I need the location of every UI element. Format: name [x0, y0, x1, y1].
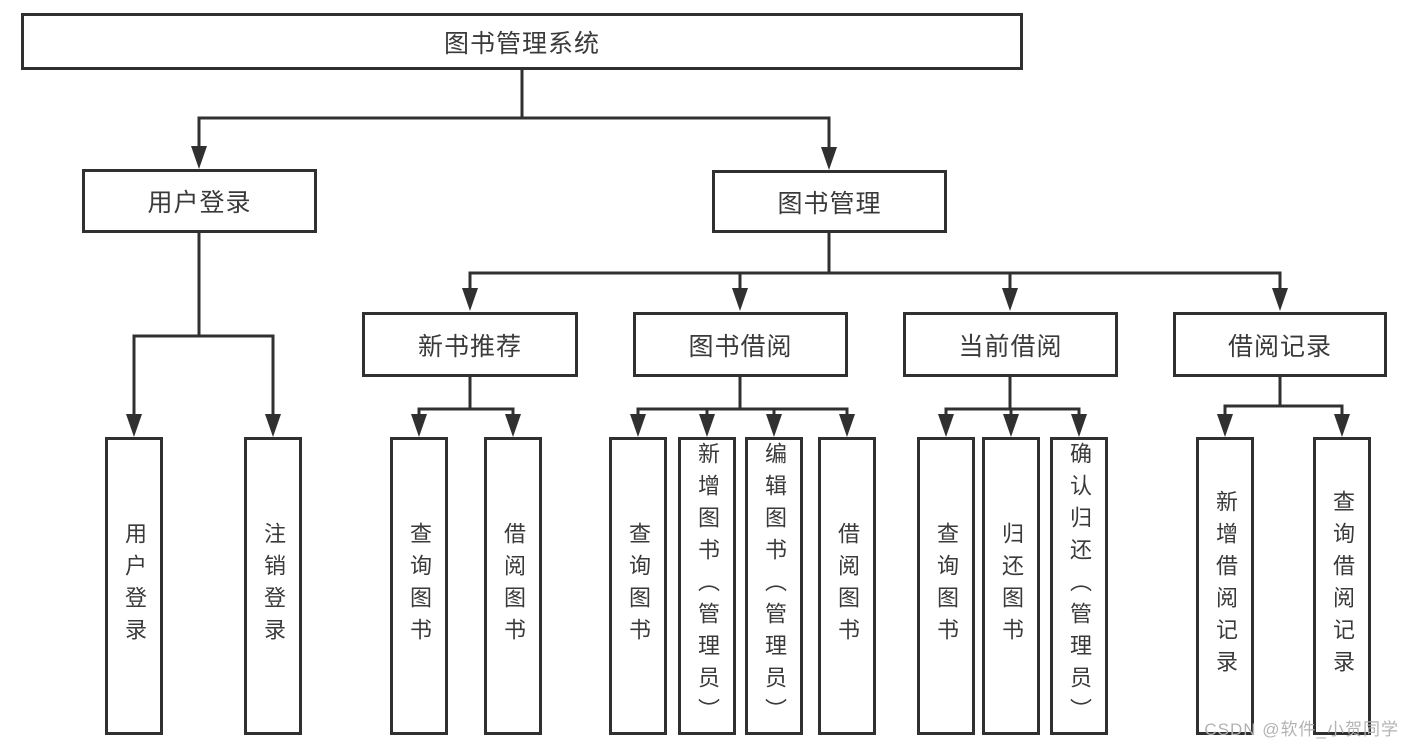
- leaf-label: 借阅图书: [501, 522, 526, 650]
- arrow-down-icon: [1003, 414, 1019, 437]
- arrow-down-icon: [462, 288, 478, 311]
- arrow-down-icon: [938, 414, 954, 437]
- leaf-confirm-return-admin: 确认归还（管理员）: [1050, 437, 1108, 735]
- leaf-label: 确认归还（管理员）: [1067, 442, 1092, 730]
- leaf-label: 查询图书: [407, 522, 432, 650]
- leaf-logout: 注销登录: [244, 437, 302, 735]
- leaf-query-books-current: 查询图书: [917, 437, 975, 735]
- leaf-label: 借阅图书: [835, 522, 860, 650]
- connector-borrow-to-leaves: [636, 375, 849, 430]
- leaf-label: 查询借阅记录: [1330, 490, 1355, 682]
- arrow-down-icon: [411, 414, 427, 437]
- leaf-label: 查询图书: [626, 522, 651, 650]
- leaf-borrow-books-recommend: 借阅图书: [484, 437, 542, 735]
- arrow-down-icon: [821, 147, 837, 170]
- connector-root-to-level2: [197, 68, 831, 161]
- leaf-label: 编辑图书（管理员）: [762, 442, 787, 730]
- leaf-add-borrow-record: 新增借阅记录: [1196, 437, 1254, 735]
- leaf-label: 查询图书: [934, 522, 959, 650]
- connector-userlogin-to-leaves: [132, 231, 275, 430]
- leaf-query-borrow-record: 查询借阅记录: [1313, 437, 1371, 735]
- connector-bookmgmt-to-level3: [468, 231, 1282, 304]
- arrow-down-icon: [839, 414, 855, 437]
- arrow-down-icon: [732, 288, 748, 311]
- arrow-down-icon: [766, 414, 782, 437]
- arrow-down-icon: [505, 414, 521, 437]
- node-book-borrowing: 图书借阅: [633, 312, 848, 377]
- arrow-down-icon: [630, 414, 646, 437]
- node-new-book-recommend: 新书推荐: [362, 312, 578, 377]
- arrow-down-icon: [1071, 414, 1087, 437]
- leaf-return-books: 归还图书: [982, 437, 1040, 735]
- arrow-down-icon: [1334, 414, 1350, 437]
- leaf-label: 新增图书（管理员）: [695, 442, 720, 730]
- arrow-down-icon: [191, 146, 207, 169]
- arrow-down-icon: [265, 414, 281, 437]
- arrowhead-icons: [126, 146, 1350, 437]
- leaf-label: 新增借阅记录: [1213, 490, 1238, 682]
- leaf-add-books-admin: 新增图书（管理员）: [678, 437, 736, 735]
- leaf-label: 注销登录: [261, 522, 286, 650]
- node-borrowing-records: 借阅记录: [1173, 312, 1387, 377]
- leaf-label: 用户登录: [122, 522, 147, 650]
- leaf-label: 归还图书: [999, 522, 1024, 650]
- connector-newbooks-to-leaves: [417, 375, 515, 430]
- node-root-library-system: 图书管理系统: [21, 13, 1023, 70]
- leaf-user-login: 用户登录: [105, 437, 163, 735]
- node-current-borrowing: 当前借阅: [903, 312, 1118, 377]
- watermark: CSDN @软件_小贺同学: [1204, 720, 1399, 739]
- leaf-query-books-recommend: 查询图书: [390, 437, 448, 735]
- leaf-edit-books-admin: 编辑图书（管理员）: [745, 437, 803, 735]
- leaf-borrow-books: 借阅图书: [818, 437, 876, 735]
- node-book-management: 图书管理: [712, 170, 947, 233]
- node-user-login: 用户登录: [82, 169, 317, 233]
- leaf-query-books-borrow: 查询图书: [609, 437, 667, 735]
- arrow-down-icon: [1272, 288, 1288, 311]
- arrow-down-icon: [699, 414, 715, 437]
- arrow-down-icon: [1002, 288, 1018, 311]
- connector-records-to-leaves: [1223, 375, 1344, 430]
- arrow-down-icon: [126, 414, 142, 437]
- arrow-down-icon: [1217, 414, 1233, 437]
